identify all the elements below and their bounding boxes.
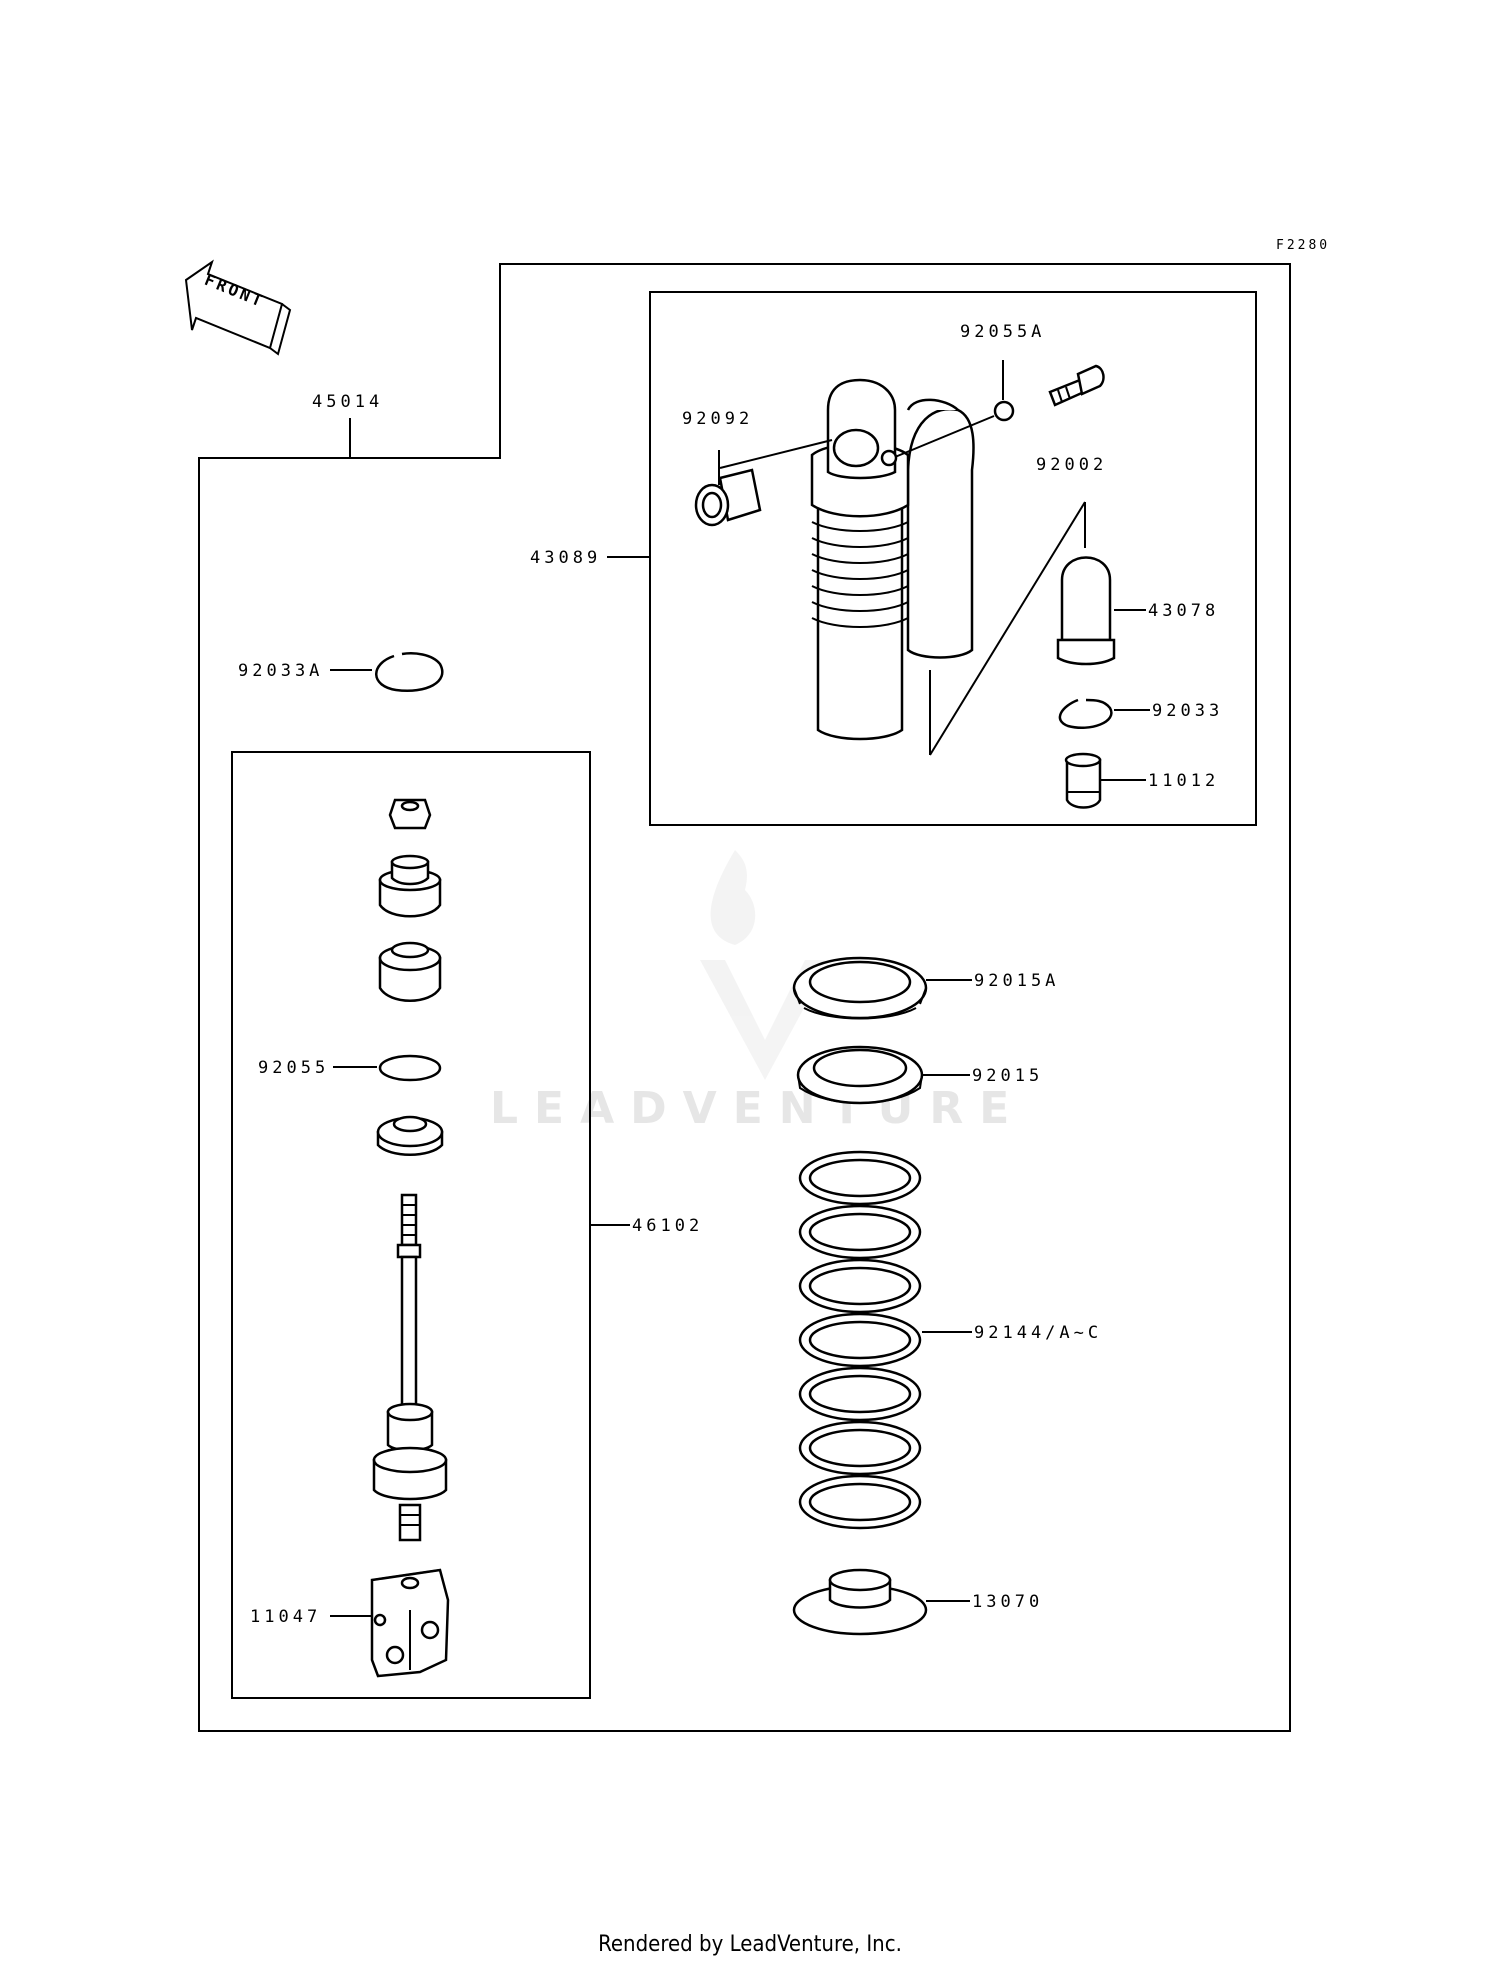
part-92015A[interactable]: 92015A — [974, 971, 1059, 991]
clevis-11047 — [370, 1568, 450, 1678]
part-43089[interactable]: 43089 — [530, 548, 601, 568]
subassembly-frame-43089 — [649, 291, 1257, 826]
footer-credit: Rendered by LeadVenture, Inc. — [598, 1932, 902, 1957]
part-43078[interactable]: 43078 — [1148, 601, 1219, 621]
part-92033[interactable]: 92033 — [1152, 701, 1223, 721]
bushing-92092 — [694, 439, 833, 527]
valve-cap-11012 — [1064, 752, 1146, 809]
shock-body — [810, 378, 1086, 756]
watermark-logo — [700, 850, 830, 1080]
lock-nut-92015A — [792, 956, 928, 1020]
part-46102[interactable]: 46102 — [632, 1216, 703, 1236]
diagram-code: F2280 — [1276, 238, 1330, 253]
part-92055A[interactable]: 92055A — [960, 322, 1045, 342]
damper-rod-assembly — [372, 798, 448, 1542]
front-label: FRONT — [202, 270, 268, 311]
spring-92144 — [798, 1150, 922, 1530]
part-13070[interactable]: 13070 — [972, 1592, 1043, 1612]
part-11012[interactable]: 11012 — [1148, 771, 1219, 791]
watermark-text: LEADVENTURE — [490, 1083, 1025, 1134]
assembly-frame-45014 — [198, 263, 1291, 1732]
part-92002[interactable]: 92002 — [1036, 455, 1107, 475]
circlip-92033 — [1058, 698, 1113, 730]
part-92015[interactable]: 92015 — [972, 1066, 1043, 1086]
part-92055[interactable]: 92055 — [258, 1058, 329, 1078]
adjuster-nut-92015 — [796, 1045, 924, 1105]
front-arrow-icon: FRONT — [184, 259, 292, 356]
bladder-43078 — [1056, 556, 1146, 666]
part-92033A[interactable]: 92033A — [238, 661, 323, 681]
part-92092[interactable]: 92092 — [682, 409, 753, 429]
shock-reservoir — [906, 398, 975, 659]
part-92144[interactable]: 92144/A~C — [974, 1323, 1102, 1343]
circlip-92033A — [375, 652, 444, 693]
part-11047[interactable]: 11047 — [250, 1607, 321, 1627]
bolt-92002 — [1048, 364, 1105, 407]
spring-seat-13070 — [792, 1568, 928, 1636]
part-45014[interactable]: 45014 — [312, 392, 383, 412]
oring-92055 — [378, 1054, 442, 1082]
oring-92055A — [993, 400, 1015, 422]
